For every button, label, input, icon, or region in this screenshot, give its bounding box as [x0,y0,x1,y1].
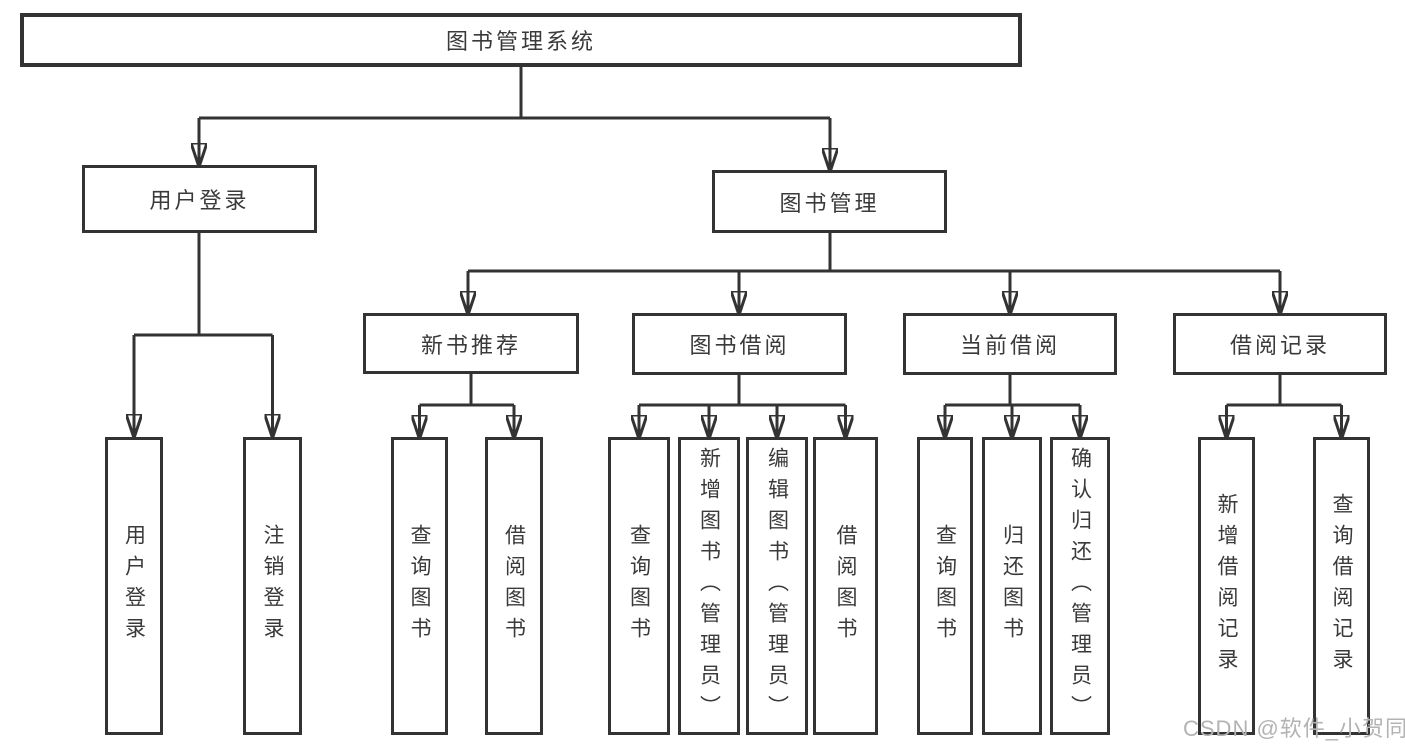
leaf-label: 编辑图书（管理员） [765,446,789,726]
leaf-label: 查询图书 [408,524,431,648]
leaf-label: 借阅图书 [834,524,857,648]
node-current-borrowing: 当前借阅 [903,313,1117,375]
leaf-label: 注销登录 [261,524,284,648]
leaf-query-books-current: 查询图书 [917,437,973,735]
leaf-label: 查询借阅记录 [1330,493,1353,679]
leaf-confirm-return-admin: 确认归还（管理员） [1050,437,1110,735]
node-borrowing-records: 借阅记录 [1173,313,1387,375]
leaf-label: 新增借阅记录 [1215,493,1238,679]
leaf-user-login: 用户登录 [105,437,163,735]
leaf-query-borrow-record: 查询借阅记录 [1313,437,1370,735]
node-book-borrowing: 图书借阅 [632,313,847,375]
leaf-label: 归还图书 [1000,524,1024,648]
leaf-borrow-books: 借阅图书 [813,437,878,735]
leaf-query-books-borrow: 查询图书 [608,437,670,735]
leaf-query-books-recommend: 查询图书 [391,437,448,735]
node-library-management-system: 图书管理系统 [20,13,1022,67]
leaf-add-books-admin: 新增图书（管理员） [678,437,740,735]
node-user-login: 用户登录 [82,165,317,233]
node-book-management: 图书管理 [712,170,947,233]
leaf-borrow-books-recommend: 借阅图书 [485,437,543,735]
leaf-return-books: 归还图书 [982,437,1042,735]
leaf-label: 新增图书（管理员） [697,446,721,726]
leaf-logout: 注销登录 [243,437,302,735]
leaf-label: 借阅图书 [502,524,526,648]
csdn-watermark: CSDN @软件_小贺同学 [1183,716,1405,741]
leaf-label: 确认归还（管理员） [1068,446,1092,726]
node-new-book-recommendation: 新书推荐 [363,313,579,374]
leaf-label: 查询图书 [933,524,957,648]
leaf-edit-books-admin: 编辑图书（管理员） [746,437,808,735]
leaf-add-borrow-record: 新增借阅记录 [1198,437,1255,735]
leaf-label: 用户登录 [122,524,146,648]
leaf-label: 查询图书 [627,524,651,648]
